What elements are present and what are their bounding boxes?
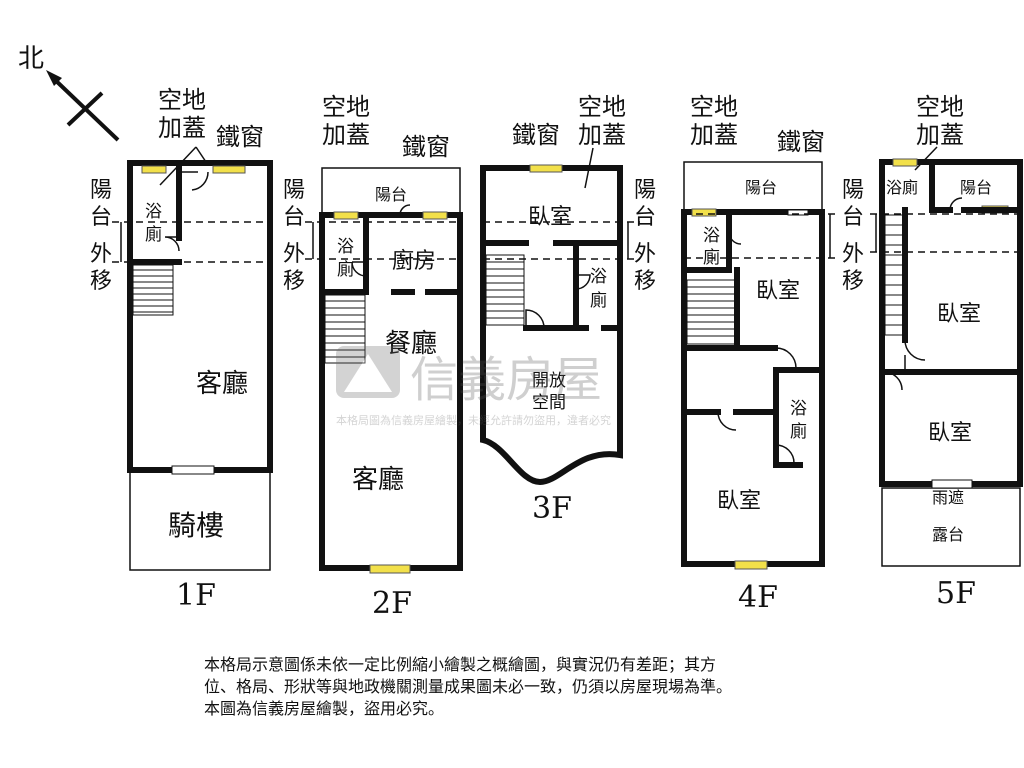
staircase-2f — [324, 294, 366, 364]
floor-label-5f: 5F — [936, 576, 976, 611]
staircase-3f — [485, 254, 525, 326]
label-empty-lot-5f-1: 空地 — [916, 93, 964, 121]
label-terrace-5f: 露台 — [932, 525, 964, 544]
disclaimer: 本格局示意圖係未依一定比例縮小繪製之概繪圖，與實況仍有差距；其方 位、格局、形狀… — [204, 654, 884, 720]
label-bath-4f-a-1: 浴 — [703, 226, 720, 246]
label-bedroom-4f-b: 臥室 — [717, 489, 761, 514]
label-iron-window-4f: 鐵窗 — [777, 128, 825, 156]
label-kitchen-2f: 廚房 — [392, 249, 436, 274]
staircase-1f — [132, 264, 174, 316]
watermark: 信義房屋 本格局圖為信義房屋繪製，未經允許請勿盜用，違者必究 — [336, 346, 611, 427]
label-canopy-5f: 雨遮 — [932, 488, 964, 507]
floor-label-1f: 1F — [176, 578, 216, 613]
label-balcony-2f: 陽台 — [375, 185, 407, 204]
window-1f-a — [141, 165, 167, 174]
label-empty-lot-3f-1: 空地 — [578, 93, 626, 121]
label-balcony-shift-3f-4: 移 — [634, 269, 656, 294]
watermark-brand: 信義房屋 — [410, 352, 602, 408]
label-open-space-2: 空間 — [532, 393, 566, 413]
watermark-notice: 本格局圖為信義房屋繪製，未經允許請勿盜用，違者必究 — [336, 413, 611, 427]
floor-3f — [480, 147, 640, 486]
floor-label-2f: 2F — [372, 586, 412, 621]
disclaimer-line-3: 本圖為信義房屋繪製，盜用必究。 — [204, 699, 445, 718]
label-bath-1f-1: 浴 — [145, 202, 162, 222]
label-living-room-2f: 客廳 — [352, 465, 404, 495]
label-dining-room-2f: 餐廳 — [385, 329, 437, 359]
label-bedroom-5f-b: 臥室 — [928, 421, 972, 446]
window-1f-b — [212, 165, 246, 174]
label-balcony-shift-2f-4: 移 — [283, 269, 305, 294]
label-bath-3f-1: 浴 — [590, 267, 607, 287]
label-iron-window-1f: 鐵窗 — [216, 123, 264, 151]
label-balcony-shift-3f-1: 陽 — [634, 178, 656, 203]
disclaimer-line-2: 位、格局、形狀等與地政機關測量成果圖未必一致，仍須以房屋現場為準。 — [204, 677, 733, 696]
label-balcony-shift-3f-2: 台 — [634, 205, 656, 230]
label-iron-window-3f: 鐵窗 — [512, 121, 560, 149]
label-bath-2f-2: 廁 — [337, 259, 354, 280]
label-bath-2f-1: 浴 — [337, 237, 354, 257]
label-bedroom-5f-a: 臥室 — [937, 302, 981, 327]
floor-label-3f: 3F — [532, 491, 572, 526]
label-bath-5f: 浴廁 — [886, 178, 918, 197]
label-bedroom-3f: 臥室 — [528, 205, 572, 230]
staircase-5f — [884, 214, 904, 336]
label-balcony-5f: 陽台 — [960, 178, 992, 197]
label-iron-window-2f: 鐵窗 — [402, 133, 450, 161]
disclaimer-line-1: 本格局示意圖係未依一定比例縮小繪製之概繪圖，與實況仍有差距；其方 — [204, 655, 717, 674]
label-living-room-1f: 客廳 — [196, 369, 248, 399]
label-bath-1f-2: 廁 — [145, 224, 162, 245]
floor-2f — [305, 167, 463, 574]
label-balcony-shift-1f-2: 台 — [90, 205, 112, 230]
label-bath-3f-2: 廁 — [590, 290, 607, 311]
label-balcony-shift-1f-4: 移 — [90, 269, 112, 294]
label-empty-lot-4f-2: 加蓋 — [690, 121, 738, 149]
label-balcony-shift-5f-1: 陽 — [842, 178, 864, 203]
brand-logo-icon — [336, 346, 400, 398]
label-balcony-shift-5f-3: 外 — [842, 242, 864, 267]
label-bath-4f-a-2: 廁 — [703, 247, 720, 268]
label-empty-lot-3f-2: 加蓋 — [578, 121, 626, 149]
label-empty-lot-5f-2: 加蓋 — [916, 121, 964, 149]
label-empty-lot-2f-2: 加蓋 — [322, 121, 370, 149]
label-balcony-shift-5f-4: 移 — [842, 269, 864, 294]
floor-4f — [681, 161, 840, 570]
label-balcony-shift-2f-3: 外 — [283, 242, 305, 267]
label-empty-lot-1f-2: 加蓋 — [158, 114, 206, 142]
label-empty-lot-2f-1: 空地 — [322, 93, 370, 121]
north-arrow-icon — [46, 70, 120, 142]
floor-label-4f: 4F — [738, 580, 778, 615]
label-balcony-shift-2f-1: 陽 — [283, 178, 305, 203]
label-balcony-4f: 陽台 — [745, 178, 777, 197]
floor-5f — [870, 146, 1023, 567]
label-bath-4f-b-2: 廁 — [790, 421, 807, 442]
label-arcade: 騎樓 — [168, 509, 224, 542]
label-empty-lot-1f-1: 空地 — [158, 86, 206, 114]
label-empty-lot-4f-1: 空地 — [690, 93, 738, 121]
label-balcony-shift-1f-3: 外 — [90, 242, 112, 267]
label-balcony-shift-2f-2: 台 — [283, 205, 305, 230]
label-bedroom-4f-a: 臥室 — [756, 279, 800, 304]
compass-label: 北 — [18, 44, 44, 74]
label-balcony-shift-1f-1: 陽 — [90, 178, 112, 203]
label-bath-4f-b-1: 浴 — [790, 399, 807, 419]
floor-1f — [112, 146, 273, 571]
staircase-4f — [686, 279, 736, 345]
label-balcony-shift-3f-3: 外 — [634, 242, 656, 267]
label-open-space-1: 開放 — [532, 371, 566, 391]
label-balcony-shift-5f-2: 台 — [842, 205, 864, 230]
